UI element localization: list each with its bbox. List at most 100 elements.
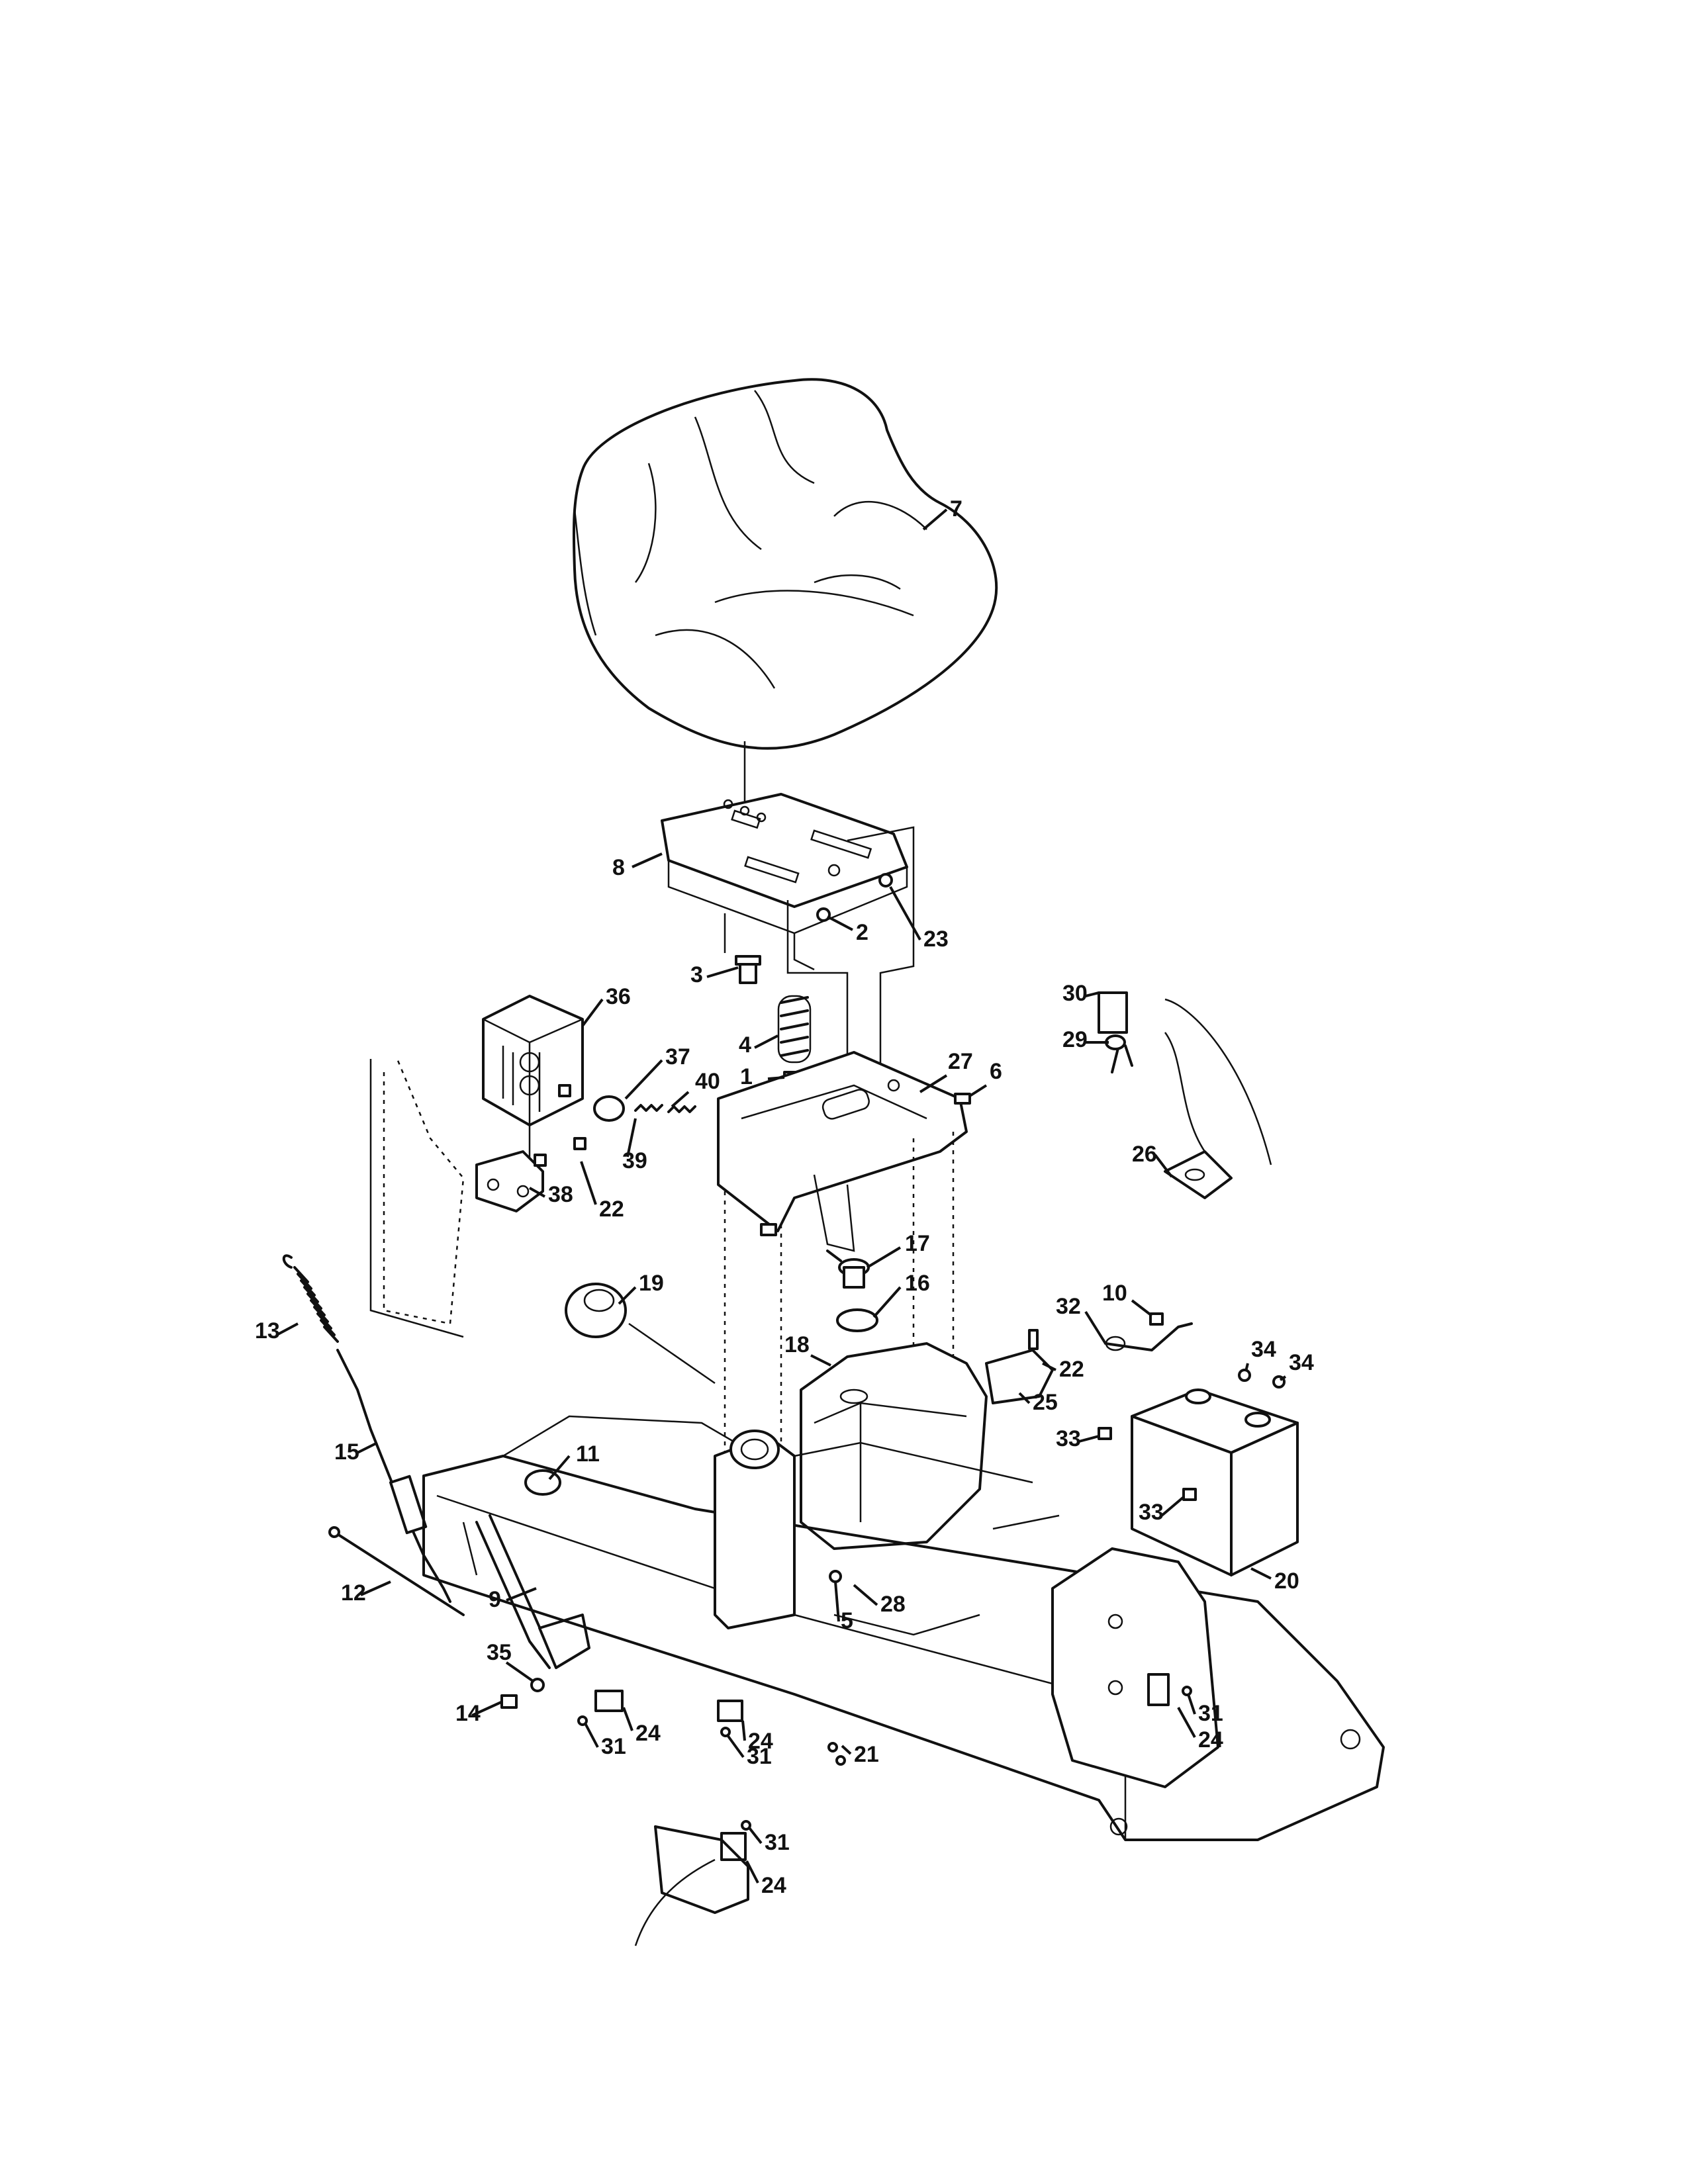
callout-leader <box>1187 1694 1196 1715</box>
callout-leader <box>745 1860 759 1884</box>
callout-leader <box>624 1059 663 1100</box>
callout-label: 29 <box>1062 1027 1088 1052</box>
callout-label: 22 <box>1059 1357 1084 1382</box>
seat-hardware-drawing <box>735 873 893 1085</box>
ignition-drawing <box>1098 991 1272 1199</box>
seat-pan-drawing <box>661 793 908 971</box>
callout-label: 22 <box>599 1197 624 1222</box>
callout-label: 3 <box>690 962 703 987</box>
callout-leader <box>841 1745 852 1755</box>
callout-label: 28 <box>880 1592 906 1617</box>
relay-drawing <box>482 995 696 1165</box>
callout-label: 31 <box>765 1830 790 1855</box>
callout-leader <box>1154 1154 1173 1178</box>
callout-leader <box>581 998 604 1027</box>
callout-leader <box>1042 1362 1056 1371</box>
callout-leader <box>622 1707 633 1731</box>
callout-leader <box>810 1354 831 1367</box>
callout-leader <box>626 1118 637 1158</box>
callout-label: 12 <box>341 1580 366 1606</box>
fuel-tank-drawing <box>565 1250 988 1550</box>
callout-label: 5 <box>841 1608 853 1633</box>
callout-label: 2 <box>856 920 868 945</box>
console-drawing <box>717 1051 971 1482</box>
callout-label: 18 <box>784 1332 810 1357</box>
callout-label: 6 <box>990 1059 1002 1084</box>
callout-label: 11 <box>576 1441 600 1467</box>
callout-label: 7 <box>950 496 962 522</box>
callout-label: 39 <box>622 1148 647 1173</box>
callout-leader <box>1177 1707 1196 1738</box>
callout-label: 37 <box>665 1044 690 1069</box>
callout-leader <box>1279 1375 1287 1381</box>
callout-leader <box>726 1734 745 1758</box>
cable-drawing <box>282 1254 465 1616</box>
callout-leader <box>834 1581 840 1622</box>
relay-bracket-drawing <box>369 1058 586 1338</box>
callout-label: 8 <box>612 855 625 880</box>
callout-leader <box>1085 991 1100 997</box>
callout-leader <box>580 1161 597 1205</box>
callout-leader <box>748 1827 763 1844</box>
callout-leader <box>506 1587 537 1602</box>
callout-layer: 1234567891011121314151617181920212222232… <box>255 496 1314 1898</box>
callout-label: 26 <box>1132 1142 1157 1167</box>
callout-leader <box>919 1074 948 1093</box>
callout-label: 33 <box>1139 1500 1164 1525</box>
callout-label: 31 <box>1198 1701 1223 1726</box>
callout-leader <box>866 1246 902 1269</box>
callout-label: 4 <box>739 1032 751 1058</box>
callout-label: 20 <box>1274 1569 1299 1594</box>
callout-label: 1 <box>740 1064 753 1089</box>
callout-label: 17 <box>905 1231 930 1256</box>
callout-leader <box>922 508 948 531</box>
callout-leader <box>827 915 853 931</box>
callout-leader <box>548 1455 571 1480</box>
callout-label: 19 <box>639 1271 664 1296</box>
callout-label: 31 <box>601 1734 626 1759</box>
callout-leader <box>853 1584 878 1606</box>
battery-drawing <box>1098 1369 1299 1576</box>
callout-label: 40 <box>695 1069 720 1094</box>
callout-label: 34 <box>1251 1337 1276 1362</box>
callout-leader <box>1131 1299 1153 1317</box>
callout-leader <box>1244 1363 1249 1372</box>
callout-label: 16 <box>905 1271 930 1296</box>
callout-label: 21 <box>854 1742 879 1767</box>
callout-label: 15 <box>334 1439 359 1465</box>
callout-leader <box>1084 1310 1107 1345</box>
callout-leader <box>872 1286 902 1318</box>
callout-leader <box>1160 1496 1185 1517</box>
callout-label: 9 <box>489 1587 501 1612</box>
callout-leader <box>357 1441 378 1454</box>
callout-leader <box>632 852 663 868</box>
callout-label: 32 <box>1056 1294 1081 1319</box>
callout-label: 25 <box>1033 1390 1058 1415</box>
callout-label: 35 <box>487 1640 512 1665</box>
callout-leader <box>1078 1435 1100 1443</box>
callout-label: 27 <box>948 1049 973 1074</box>
callout-label: 23 <box>923 927 949 952</box>
callout-label: 30 <box>1062 981 1088 1006</box>
callout-label: 24 <box>748 1729 773 1754</box>
callout-leader <box>706 966 739 978</box>
frame-drawing <box>422 1415 1385 1841</box>
callout-label: 34 <box>1289 1350 1314 1375</box>
callout-label: 31 <box>747 1744 772 1769</box>
seat-drawing <box>572 378 998 814</box>
callout-leader <box>360 1580 391 1596</box>
switch-drawing <box>577 1673 1192 1946</box>
callout-label: 36 <box>606 984 631 1009</box>
callout-label: 14 <box>455 1701 481 1726</box>
callout-label: 33 <box>1056 1426 1081 1451</box>
callout-leader <box>1018 1392 1031 1404</box>
callout-label: 38 <box>548 1182 573 1207</box>
solenoid-drawing <box>985 1312 1193 1404</box>
callout-leader <box>505 1661 534 1682</box>
callout-leader <box>529 1187 545 1198</box>
callout-leader <box>741 1720 746 1741</box>
callout-leader <box>968 1084 988 1097</box>
callout-leader <box>277 1322 299 1336</box>
callout-leader <box>584 1723 599 1748</box>
